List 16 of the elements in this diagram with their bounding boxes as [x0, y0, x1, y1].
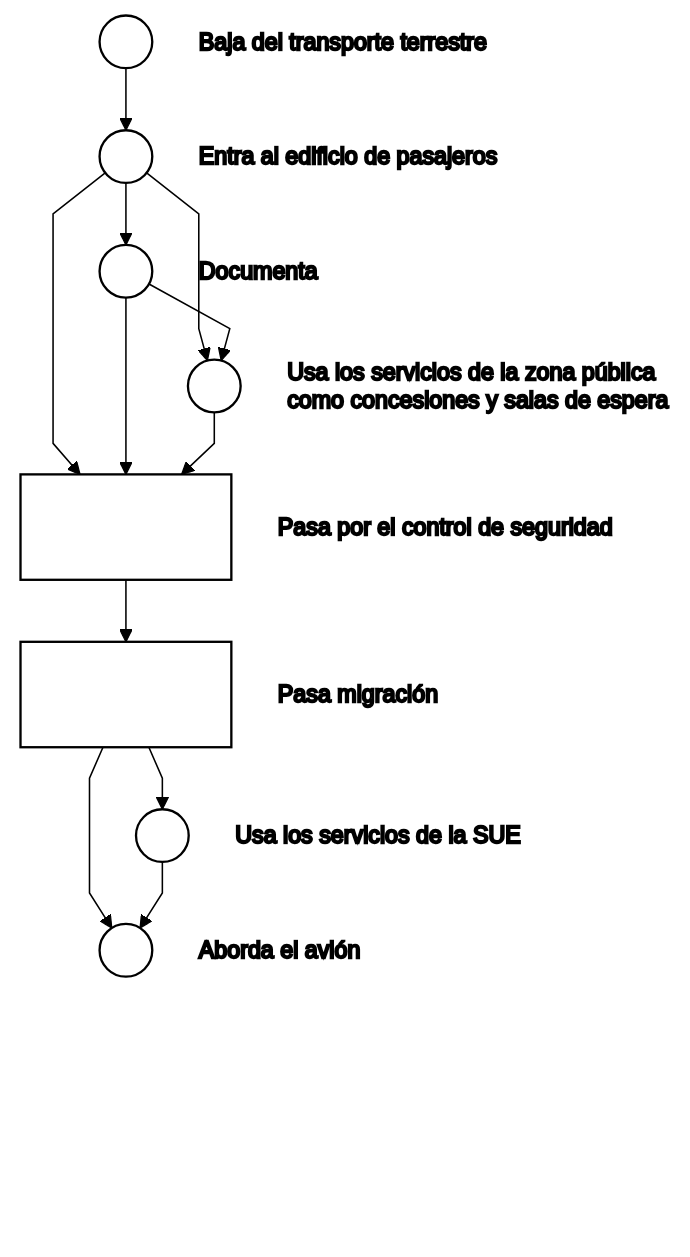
step-label: Usa los servicios de la zona pública como concesiones y salas de espera	[287, 358, 669, 413]
step-label: Aborda el avión	[198, 937, 361, 964]
step-label: Usa los servicios de la SUE	[235, 822, 521, 849]
step-label: Pasa migración	[277, 681, 439, 708]
process-circle	[134, 808, 521, 864]
process-circle	[98, 14, 487, 70]
process-box	[19, 640, 439, 749]
process-box	[19, 473, 613, 581]
process-circle	[186, 358, 669, 414]
step-label: Entra al edificio de pasajeros	[198, 143, 498, 170]
process-circle	[98, 922, 361, 978]
process-circle	[98, 243, 318, 299]
process-circle	[98, 129, 498, 185]
step-label: Baja del transporte terrestre	[198, 28, 487, 55]
step-label: Pasa por el control de seguridad	[277, 513, 613, 540]
step-label: Documenta	[198, 258, 318, 285]
